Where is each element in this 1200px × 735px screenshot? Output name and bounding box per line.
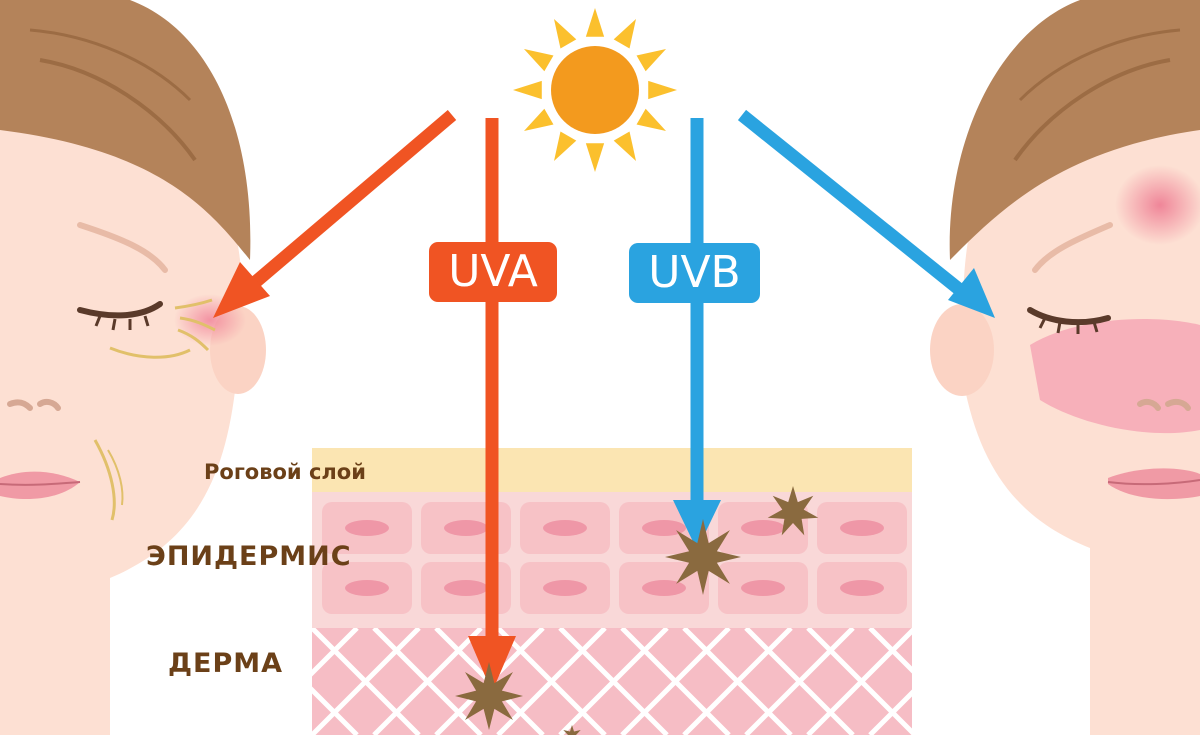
uva-face-arrow <box>213 110 457 318</box>
left-hair-strand <box>29 28 192 102</box>
uvb-face-arrow <box>737 109 995 318</box>
cell-nucleus <box>642 580 686 596</box>
nostril <box>1137 398 1161 411</box>
crow-feet-wrinkle <box>179 316 216 332</box>
uva-badge: UVA <box>429 242 557 302</box>
sun-ray <box>554 131 577 162</box>
sun-ray <box>613 18 636 49</box>
nostril <box>1165 398 1191 411</box>
dermis-label: ДЕРМА <box>168 648 284 679</box>
right-hair-strand <box>1018 28 1181 102</box>
cell-nucleus <box>345 580 389 596</box>
left-hair-strand <box>39 58 197 162</box>
collagen-fiber <box>620 628 731 735</box>
sun-ray <box>554 18 577 49</box>
sun-ray <box>513 80 542 100</box>
cell-nucleus <box>543 520 587 536</box>
sun-ray <box>613 131 636 162</box>
collagen-fiber <box>868 628 912 674</box>
damage-spot-icon <box>455 662 523 730</box>
collagen-fiber <box>868 689 912 735</box>
horny-layer-label: Роговой слой <box>204 460 366 484</box>
sunburn-forehead <box>1115 165 1200 245</box>
epidermis-label: ЭПИДЕРМИС <box>146 541 352 572</box>
collagen-fiber <box>932 628 1039 735</box>
left-eye-closed <box>77 301 163 319</box>
dermis-collagen-mesh <box>126 628 1101 735</box>
under-eye-wrinkle <box>109 346 191 359</box>
cell-nucleus <box>345 520 389 536</box>
collagen-fiber <box>126 628 233 735</box>
collagen-fiber <box>994 628 1101 735</box>
cell-nucleus <box>444 580 488 596</box>
sun-ray <box>636 49 667 72</box>
cell-nucleus <box>642 520 686 536</box>
sun-icon <box>513 8 677 172</box>
cell-nucleus <box>741 580 785 596</box>
collagen-fiber <box>994 628 1101 735</box>
collagen-fiber <box>312 628 421 735</box>
nostril <box>7 399 33 411</box>
sun-ray <box>636 108 667 131</box>
collagen-fiber <box>682 628 793 735</box>
damage-spot-icon <box>665 519 741 595</box>
collagen-fiber <box>496 628 607 735</box>
uva-skin-arrow <box>468 118 516 692</box>
sunburned-face-icon <box>930 0 1200 735</box>
right-hair <box>949 0 1200 260</box>
right-eye-closed <box>1027 307 1111 326</box>
damage-spot-icon <box>563 725 581 735</box>
smile-wrinkle <box>93 439 116 521</box>
crow-feet-wrinkle <box>177 328 210 352</box>
left-eyebrow <box>77 222 168 273</box>
right-ear <box>930 304 994 396</box>
collagen-fiber <box>806 628 912 735</box>
uvb-badge: UVB <box>629 243 760 303</box>
cell-nucleus <box>444 520 488 536</box>
nostril <box>37 398 61 411</box>
collagen-fiber <box>932 628 1039 735</box>
collagen-fiber <box>312 628 359 677</box>
sun-ray <box>523 108 554 131</box>
aged-face-wrinkles-icon <box>0 0 266 735</box>
sun-ray <box>585 143 605 172</box>
collagen-fiber <box>558 628 669 735</box>
collagen-fiber <box>188 628 295 735</box>
sun-ray <box>648 80 677 100</box>
collagen-fiber <box>126 628 233 735</box>
cell-nucleus <box>840 520 884 536</box>
collagen-fiber <box>744 628 855 735</box>
collagen-fiber <box>372 628 483 735</box>
collagen-fiber <box>312 686 359 735</box>
left-neck <box>0 560 110 735</box>
damage-spot-icon <box>767 486 819 536</box>
right-hair-strand <box>1013 58 1171 162</box>
right-eyebrow <box>1032 222 1113 273</box>
right-neck <box>1090 540 1200 735</box>
uvb-skin-arrow <box>673 118 721 550</box>
sun-ray <box>523 49 554 72</box>
collagen-fiber <box>188 628 295 735</box>
horny-layer <box>312 448 912 492</box>
crow-feet-wrinkle <box>174 298 213 310</box>
sun-ray <box>585 8 605 37</box>
cell-nucleus <box>741 520 785 536</box>
cell-nucleus <box>543 580 587 596</box>
cell-nucleus <box>840 580 884 596</box>
